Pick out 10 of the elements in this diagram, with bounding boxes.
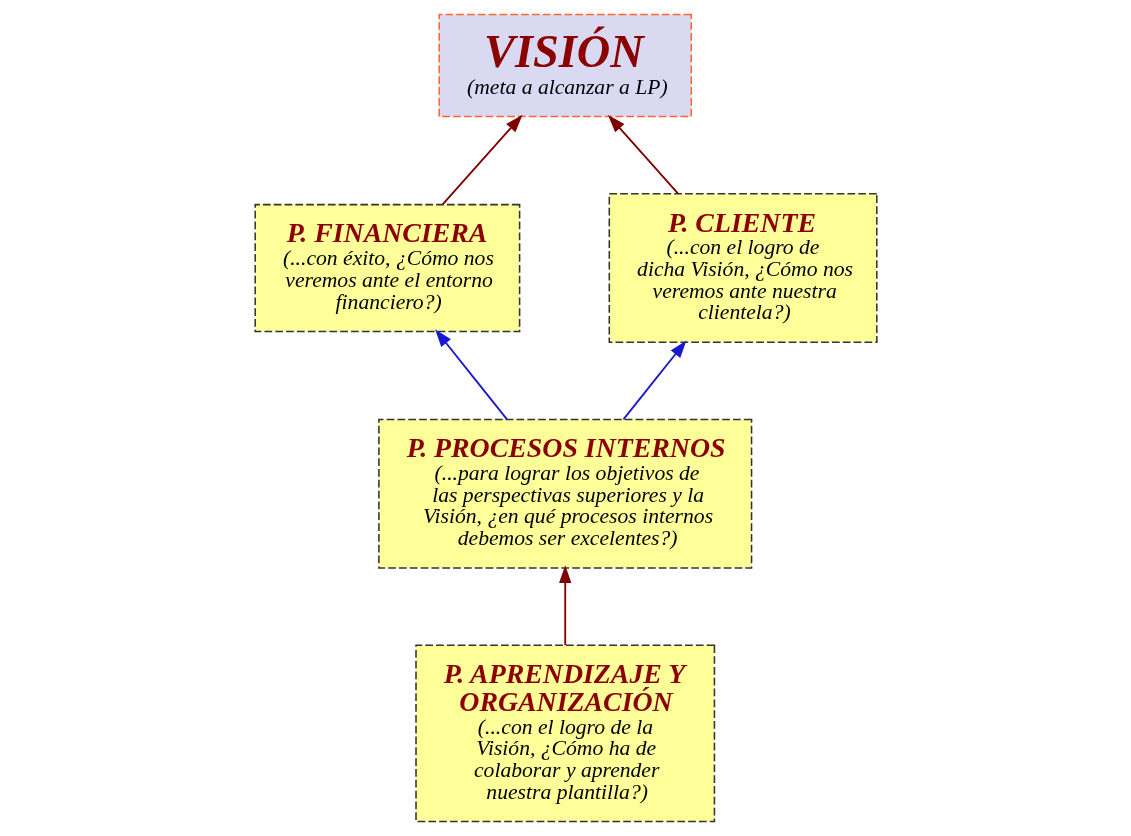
node-box: P. CLIENTE (...con el logro de dicha Visión, ¿Cómo nos veremos ante nuestra clientela?) [608, 193, 878, 343]
arrow [622, 340, 686, 421]
node-box: VISIÓN (meta a alcanzar a LP) [437, 13, 692, 118]
arrow [441, 114, 523, 206]
node-box: P. FINANCIERA (...con éxito, ¿Cómo nos veremos ante el entorno financiero?) [253, 203, 520, 333]
node-box: P. APRENDIZAJE Y ORGANIZACIÓN (...con el logro de la Visión, ¿Cómo ha de colaborar y aprender nuestra plantilla?) [414, 644, 715, 823]
arrow [607, 114, 679, 195]
node-box: P. PROCESOS INTERNOS (...para lograr los objetivos de las perspectivas superiores y la Visión, ¿en qué procesos internos debemos ser excelentes?) [377, 418, 752, 569]
arrow [558, 565, 571, 647]
arrow [434, 329, 508, 421]
